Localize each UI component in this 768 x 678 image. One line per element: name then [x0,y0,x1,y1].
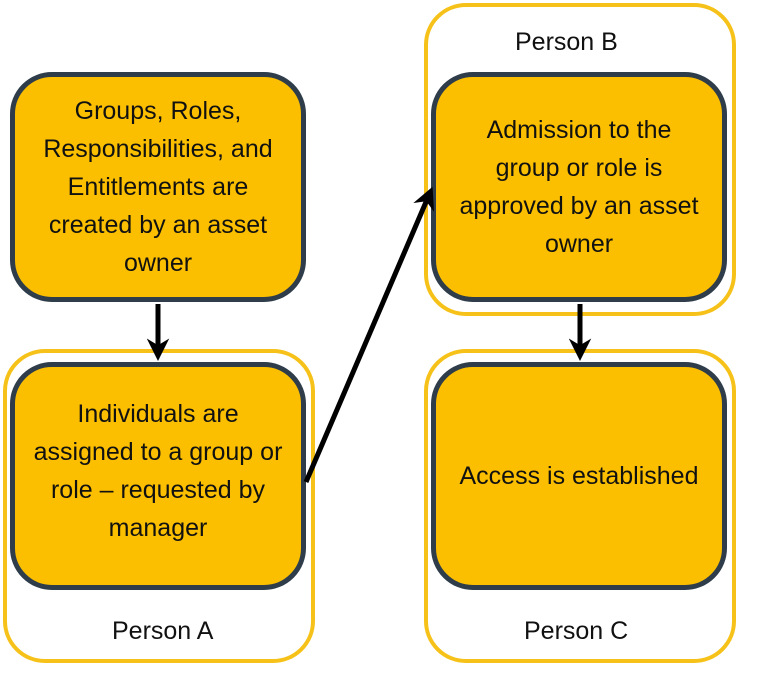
node-groups-roles: Groups, Roles, Responsibilities, and Ent… [10,72,306,302]
node-access-established-text: Access is established [459,462,699,490]
node-admission-approved-text: Admission to the group or role is approv… [459,116,699,258]
person-b-label: Person B [515,28,618,56]
node-individuals-assigned: Individuals are assigned to a group or r… [10,362,306,590]
arrow-individuals-to-admission [303,186,435,483]
node-individuals-assigned-text: Individuals are assigned to a group or r… [33,400,283,542]
person-a-label: Person A [112,617,214,645]
node-admission-approved: Admission to the group or role is approv… [431,72,727,302]
person-c-label: Person C [524,617,629,645]
node-access-established: Access is established [431,362,727,590]
node-groups-roles-text: Groups, Roles, Responsibilities, and Ent… [43,97,273,277]
